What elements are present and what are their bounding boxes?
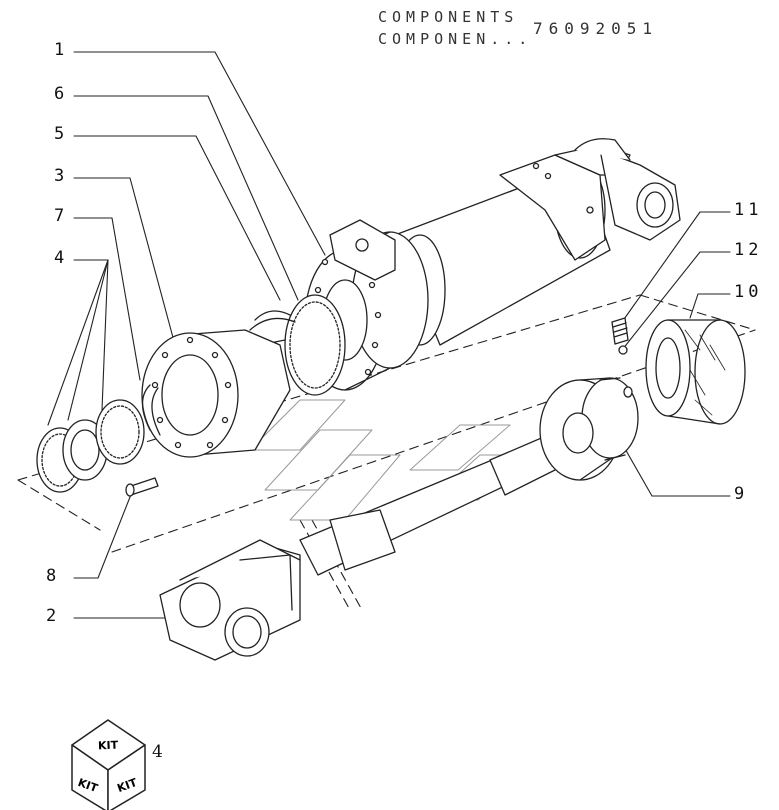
leader-lines bbox=[47, 51, 731, 623]
kit-cube-icon bbox=[71, 719, 146, 810]
callout-5: 5 bbox=[54, 124, 69, 144]
leader-4b bbox=[67, 259, 109, 421]
grub-screw-11 bbox=[611, 317, 629, 345]
callout-4: 4 bbox=[54, 248, 69, 268]
callout-11: 11 bbox=[734, 200, 763, 220]
callout-12: 12 bbox=[734, 240, 763, 260]
callout-2: 2 bbox=[46, 606, 61, 626]
kit-count: 4 bbox=[152, 742, 163, 762]
ball-12 bbox=[618, 345, 628, 355]
leader-9 bbox=[619, 439, 731, 497]
header-title-line1: COMPONENTS bbox=[378, 8, 519, 26]
callout-3: 3 bbox=[54, 166, 69, 186]
leader-10 bbox=[689, 293, 731, 319]
callout-8: 8 bbox=[46, 566, 61, 586]
leader-2 bbox=[73, 617, 176, 623]
guide-ring-10 bbox=[645, 319, 746, 425]
leader-3 bbox=[73, 177, 176, 346]
barrel-flange bbox=[304, 219, 429, 391]
leader-4c bbox=[101, 259, 109, 411]
cylinder-barrel bbox=[394, 138, 681, 346]
seal-ring-6 bbox=[284, 294, 346, 396]
bolt-8 bbox=[125, 477, 159, 497]
snap-ring-7 bbox=[141, 384, 161, 436]
leader-8 bbox=[73, 491, 133, 579]
callout-6: 6 bbox=[54, 84, 69, 104]
piston-rod-2 bbox=[159, 429, 576, 661]
ghost-arrows bbox=[249, 399, 531, 521]
head-gland-3 bbox=[141, 329, 291, 458]
callout-10: 10 bbox=[734, 282, 763, 302]
callout-7: 7 bbox=[54, 206, 69, 226]
seal-rings-4 bbox=[36, 399, 145, 493]
leader-4a bbox=[47, 259, 109, 426]
piston-9 bbox=[539, 377, 639, 481]
callout-1: 1 bbox=[54, 40, 69, 60]
leader-5 bbox=[73, 135, 281, 301]
leader-6 bbox=[73, 95, 299, 301]
header-title-line2: COMPONEN... bbox=[378, 30, 533, 48]
leader-11 bbox=[621, 211, 731, 323]
leader-12 bbox=[621, 251, 731, 351]
kit-label-top: KIT bbox=[98, 739, 119, 753]
header-part-number: 76092051 bbox=[533, 19, 659, 38]
leader-7 bbox=[73, 217, 141, 381]
callout-9: 9 bbox=[734, 484, 749, 504]
leader-1 bbox=[73, 51, 326, 256]
